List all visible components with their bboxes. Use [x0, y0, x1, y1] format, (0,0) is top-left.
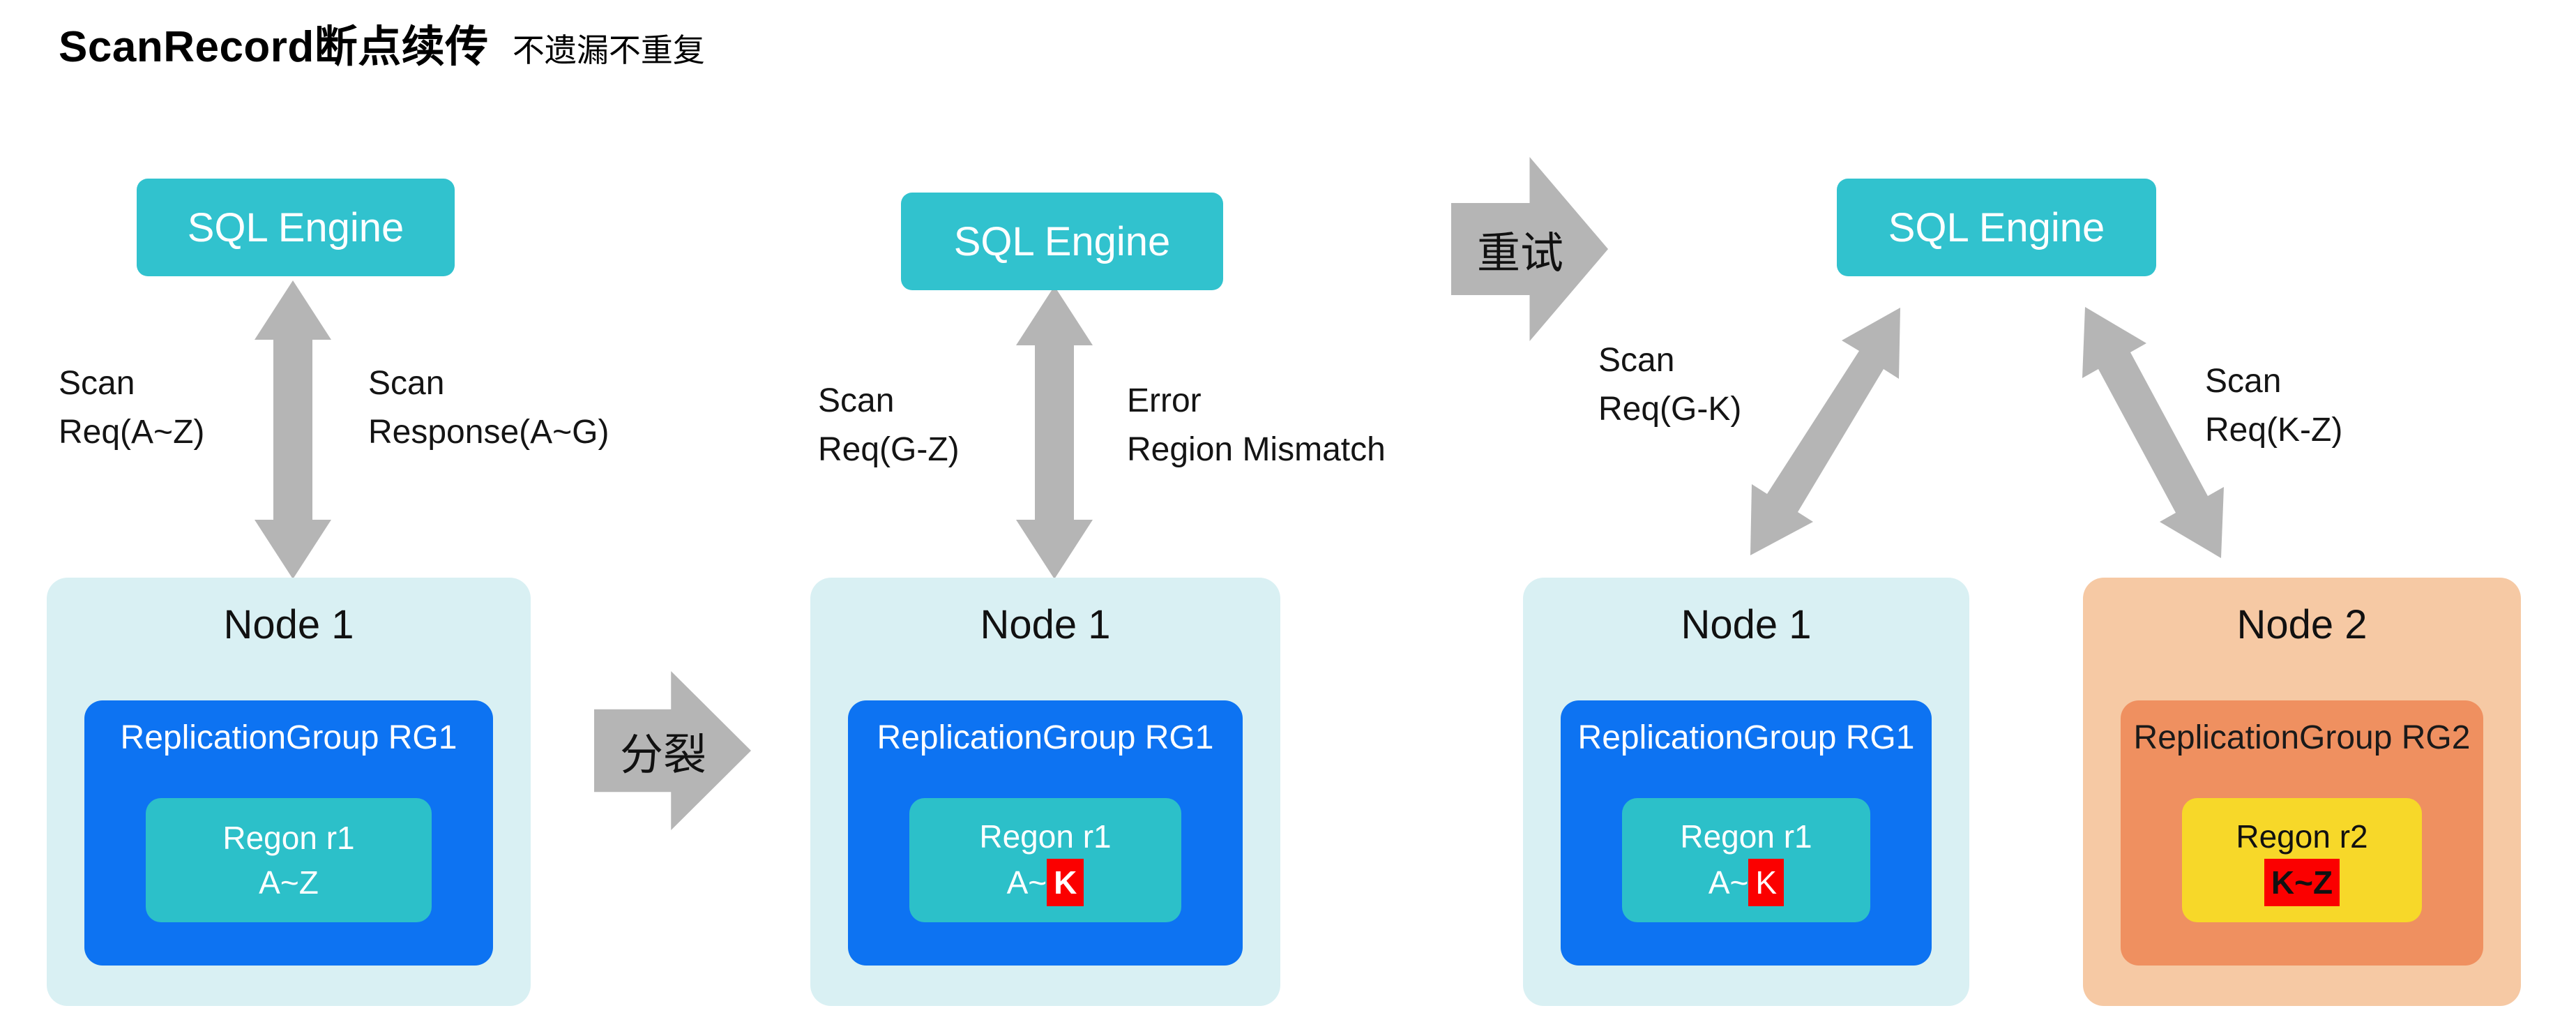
region-label: Regon r1	[222, 820, 355, 856]
label-error-region-mismatch: Error Region Mismatch	[1127, 382, 1386, 468]
label-scan-req-a-z: Scan Req(A~Z)	[59, 365, 205, 451]
label-scan-req-g-z: Scan Req(G-Z)	[818, 382, 960, 468]
node-box-3: Node 1 ReplicationGroup RG1 Regon r1 A~ …	[1523, 578, 1969, 1006]
range-highlight: K~Z	[2264, 859, 2340, 906]
node-box-4: Node 2 ReplicationGroup RG2 Regon r2 K~Z	[2083, 578, 2521, 1006]
bidirectional-arrow-stage2	[1016, 286, 1093, 579]
replication-group-label: ReplicationGroup RG1	[120, 719, 457, 756]
region-label: Regon r2	[2236, 818, 2368, 855]
region-box: Regon r1 A~Z	[146, 798, 432, 922]
label-scan-response-a-g: Scan Response(A~G)	[368, 365, 609, 451]
split-arrow-label: 分裂	[619, 731, 706, 779]
node-box-1: Node 1 ReplicationGroup RG1 Regon r1 A~Z	[47, 578, 531, 1006]
sql-engine-box-2: SQL Engine	[901, 193, 1223, 290]
range-highlight: K	[1047, 859, 1084, 906]
node-box-2: Node 1 ReplicationGroup RG1 Regon r1 A~ …	[810, 578, 1280, 1006]
replication-group-label: ReplicationGroup RG1	[877, 719, 1214, 756]
label-scan-req-k-z: Scan Req(K-Z)	[2205, 363, 2343, 449]
bidirectional-arrow-stage3-left	[1750, 308, 1900, 555]
replication-group-box: ReplicationGroup RG1 Regon r1 A~ K	[848, 700, 1243, 966]
region-box: Regon r2 K~Z	[2182, 798, 2422, 922]
bidirectional-arrow-stage1	[255, 280, 331, 579]
label-scan-req-g-k: Scan Req(G-K)	[1598, 342, 1742, 428]
region-box: Regon r1 A~ K	[909, 798, 1181, 922]
range-prefix: A~Z	[259, 864, 319, 901]
title-subtitle: 不遗漏不重复	[512, 32, 705, 68]
region-range: A~Z	[259, 860, 319, 905]
node-title: Node 1	[980, 602, 1111, 647]
replication-group-label: ReplicationGroup RG2	[2133, 719, 2471, 756]
bidirectional-arrow-stage3-right	[2082, 307, 2224, 558]
retry-arrow-label: 重试	[1476, 230, 1563, 278]
node-title: Node 1	[1681, 602, 1812, 647]
region-label: Regon r1	[979, 818, 1112, 855]
region-range: K~Z	[2264, 859, 2340, 906]
title-main: ScanRecord断点续传	[59, 23, 489, 71]
range-prefix: A~	[1006, 864, 1047, 901]
region-box: Regon r1 A~ K	[1622, 798, 1870, 922]
region-label: Regon r1	[1680, 818, 1812, 855]
node-title: Node 1	[223, 602, 354, 647]
sql-engine-box-3: SQL Engine	[1837, 179, 2156, 276]
range-prefix: A~	[1708, 864, 1749, 901]
node-title: Node 2	[2236, 602, 2367, 647]
sql-engine-box-1: SQL Engine	[137, 179, 455, 276]
replication-group-box: ReplicationGroup RG1 Regon r1 A~ K	[1561, 700, 1932, 966]
replication-group-label: ReplicationGroup RG1	[1577, 719, 1915, 756]
region-range: A~ K	[1708, 859, 1785, 906]
range-highlight: K	[1748, 859, 1785, 906]
replication-group-box: ReplicationGroup RG1 Regon r1 A~Z	[84, 700, 493, 966]
replication-group-box: ReplicationGroup RG2 Regon r2 K~Z	[2121, 700, 2483, 966]
page-title: ScanRecord断点续传 不遗漏不重复	[59, 11, 705, 74]
region-range: A~ K	[1007, 859, 1084, 906]
